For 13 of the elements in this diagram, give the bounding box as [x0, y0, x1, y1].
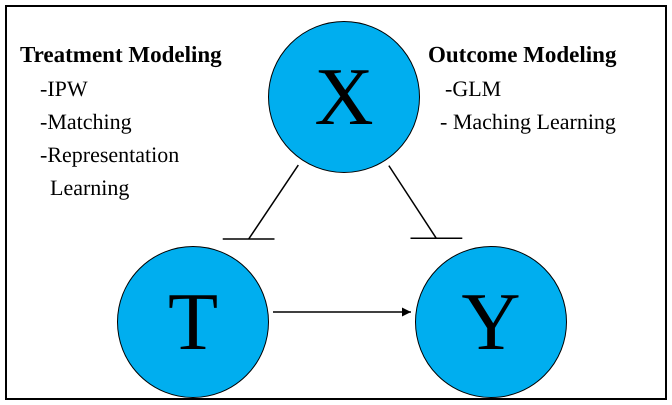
- arrow: [273, 308, 411, 316]
- list-item: - Maching Learning: [440, 108, 616, 136]
- list-item: -IPW: [40, 75, 88, 103]
- section-heading: Outcome Modeling: [428, 41, 616, 70]
- variable-label: Y: [461, 281, 521, 363]
- variable-label: T: [168, 281, 218, 363]
- list-item: -Representation Learning: [40, 141, 180, 202]
- section-heading: Treatment Modeling: [20, 41, 222, 70]
- list-item: -Matching: [40, 108, 132, 136]
- variable-label: X: [314, 56, 374, 138]
- inhibition-line: [222, 164, 299, 240]
- inhibition-line: [388, 165, 464, 240]
- list-item: -GLM: [445, 75, 502, 103]
